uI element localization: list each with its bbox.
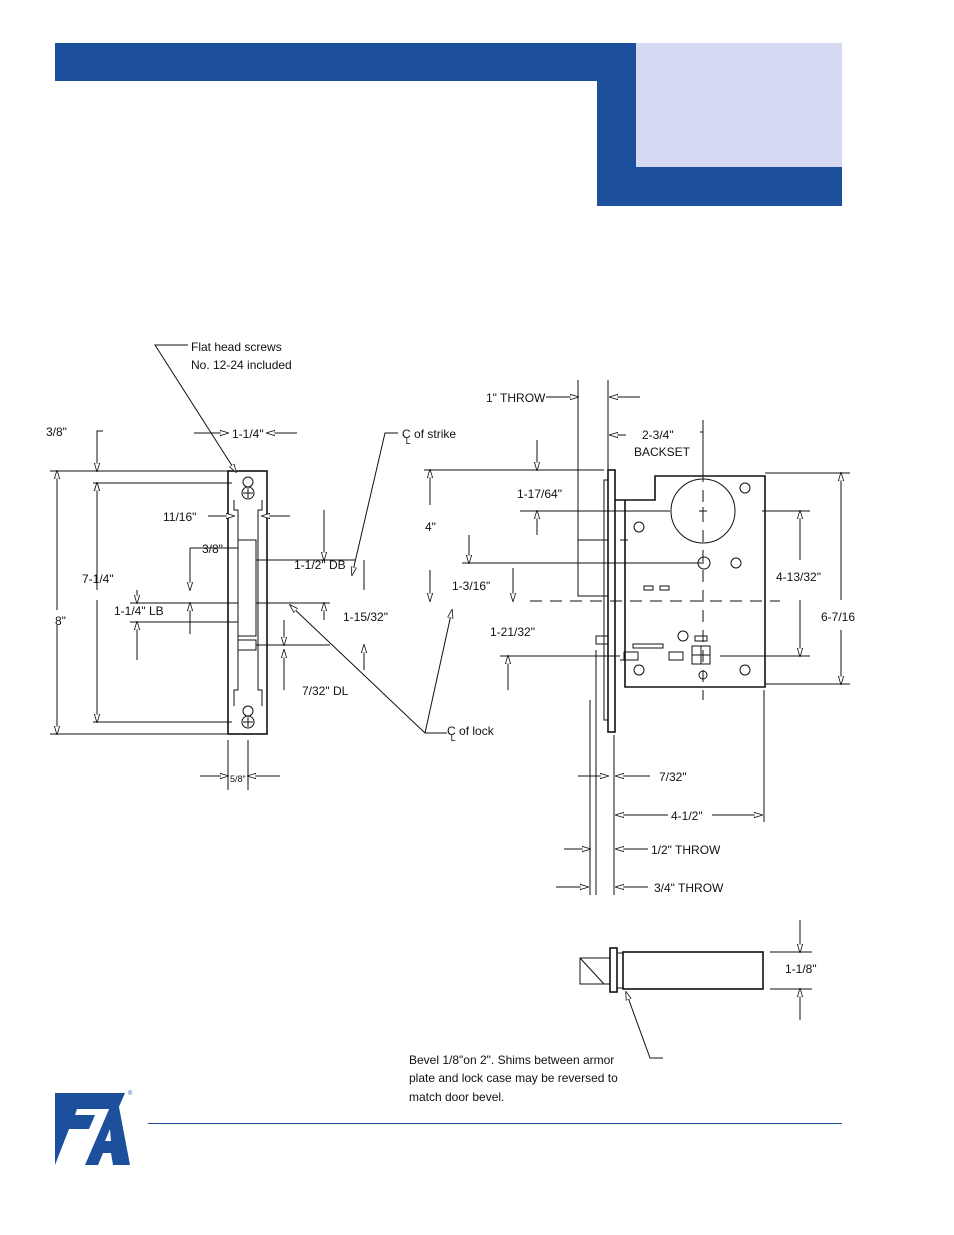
lock-dimension-lines xyxy=(424,380,850,895)
dim-1-3-16: 1-3/16" xyxy=(452,579,490,593)
bevel-note-line3: match door bevel. xyxy=(409,1090,504,1104)
dim-1-17-64: 1-17/64" xyxy=(517,487,562,501)
dim-1-1-8: 1-1/8" xyxy=(785,962,817,976)
strike-labels: Flat head screws No. 12-24 included 3/8"… xyxy=(46,340,495,784)
bevel-detail xyxy=(579,920,812,1059)
fa-logo-icon xyxy=(55,1093,130,1165)
dim-7-32: 7/32" xyxy=(659,770,687,784)
dim-7-32-dl: 7/32" DL xyxy=(302,684,349,698)
callout-screws-line2: No. 12-24 included xyxy=(191,358,292,372)
header-bar xyxy=(55,43,636,81)
lock-labels: 1" THROW 2-3/4" BACKSET 1-17/64" 4" 1-3/… xyxy=(425,391,855,895)
dim-1-1-4-lb: 1-1/4" LB xyxy=(114,604,164,618)
dim-3-4-throw: 3/4" THROW xyxy=(654,881,724,895)
cl-strike-label: CL of strike xyxy=(402,427,456,446)
dim-backset-label: BACKSET xyxy=(634,445,691,459)
dim-6-7-16: 6-7/16 xyxy=(821,610,855,624)
bevel-note-line1: Bevel 1/8"on 2". Shims between armor xyxy=(409,1053,614,1067)
dim-1-21-32: 1-21/32" xyxy=(490,625,535,639)
header-light-panel xyxy=(636,43,842,167)
dim-backset-value: 2-3/4" xyxy=(642,428,674,442)
cl-lock-label: CL of lock xyxy=(447,724,495,743)
dim-4: 4" xyxy=(425,520,436,534)
dim-1-1-4: 1-1/4" xyxy=(232,427,264,441)
callout-screws-line1: Flat head screws xyxy=(191,340,282,354)
bevel-labels: 1-1/8" Bevel 1/8"on 2". Shims between ar… xyxy=(409,962,817,1104)
dim-1-15-32: 1-15/32" xyxy=(343,610,388,624)
footer-rule xyxy=(148,1123,842,1124)
dim-4-13-32: 4-13/32" xyxy=(776,570,821,584)
dim-11-16: 11/16" xyxy=(163,510,196,524)
dim-1-throw: 1" THROW xyxy=(486,391,546,405)
strike-dimension-lines xyxy=(50,344,452,790)
dim-8: 8" xyxy=(55,614,66,628)
dim-7-1-4: 7-1/4" xyxy=(82,572,114,586)
dim-3-8-top: 3/8" xyxy=(46,425,67,439)
dim-3-8: 3/8" xyxy=(202,542,223,556)
registered-mark: ® xyxy=(128,1091,133,1097)
dim-4-1-2: 4-1/2" xyxy=(671,809,703,823)
dim-5-8: 5/8" xyxy=(230,774,246,784)
dim-half-throw: 1/2" THROW xyxy=(651,843,721,857)
dim-1-1-2-db: 1-1/2" DB xyxy=(294,558,346,572)
bevel-note-line2: plate and lock case may be reversed to xyxy=(409,1071,618,1085)
